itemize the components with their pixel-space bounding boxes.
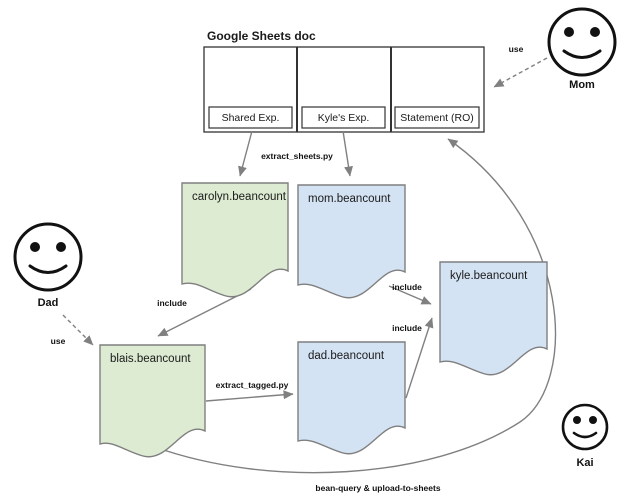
arrow-sharedexp-to-carolyn: [238, 130, 253, 177]
person-label-dad: Dad: [37, 297, 59, 309]
person-label-kai: Kai: [576, 457, 594, 469]
arrow-kylesexp-to-mom: [342, 130, 353, 177]
doc-dad-beancount: [297, 341, 406, 455]
doc-blais-beancount: [99, 344, 206, 458]
edge-label-mom-use: use: [508, 44, 524, 54]
doc-label-mom: mom.beancount: [308, 193, 391, 205]
arrow-dad-use-blais: [62, 314, 94, 346]
dad-smiley-icon: [13, 222, 83, 292]
edge-label-extract-tagged: extract_tagged.py: [215, 380, 289, 390]
edge-label-include-mom: include: [392, 282, 422, 292]
arrow-blais-beanquery-statement: [154, 138, 557, 474]
edge-label-dad-use: use: [50, 336, 66, 346]
doc-label-dad: dad.beancount: [308, 350, 385, 362]
doc-carolyn-beancount: [181, 182, 289, 298]
doc-label-blais: blais.beancount: [110, 353, 191, 365]
tab-box-kyles-exp: [301, 106, 386, 129]
person-label-mom: Mom: [569, 79, 595, 91]
tab-kyles-exp[interactable]: Kyle's Exp.: [317, 111, 370, 124]
arrow-blais-extracttagged-dad: [205, 390, 294, 402]
arrow-mom-use-sheet: [493, 57, 548, 88]
tab-box-shared-exp: [208, 106, 293, 129]
mom-smiley-icon: [547, 7, 617, 77]
doc-label-carolyn: carolyn.beancount: [192, 191, 286, 203]
edge-label-include-carolyn: include: [157, 298, 187, 308]
arrow-mom-include-kyle: [388, 285, 432, 305]
tab-shared-exp[interactable]: Shared Exp.: [221, 111, 280, 124]
tab-box-statement-ro: [394, 106, 480, 129]
doc-mom-beancount: [297, 184, 406, 299]
doc-label-kyle: kyle.beancount: [450, 270, 528, 282]
kai-smiley-icon: [561, 403, 609, 451]
doc-kyle-beancount: [439, 261, 548, 376]
edge-label-extract-sheets: extract_sheets.py: [261, 151, 333, 161]
edge-label-include-dad: include: [392, 323, 422, 333]
arrow-dad-include-kyle: [405, 317, 434, 399]
tab-statement-ro[interactable]: Statement (RO): [400, 111, 474, 124]
sheets-doc-title: Google Sheets doc: [207, 29, 316, 43]
edge-label-bean-query: bean-query & upload-to-sheets: [315, 483, 441, 493]
